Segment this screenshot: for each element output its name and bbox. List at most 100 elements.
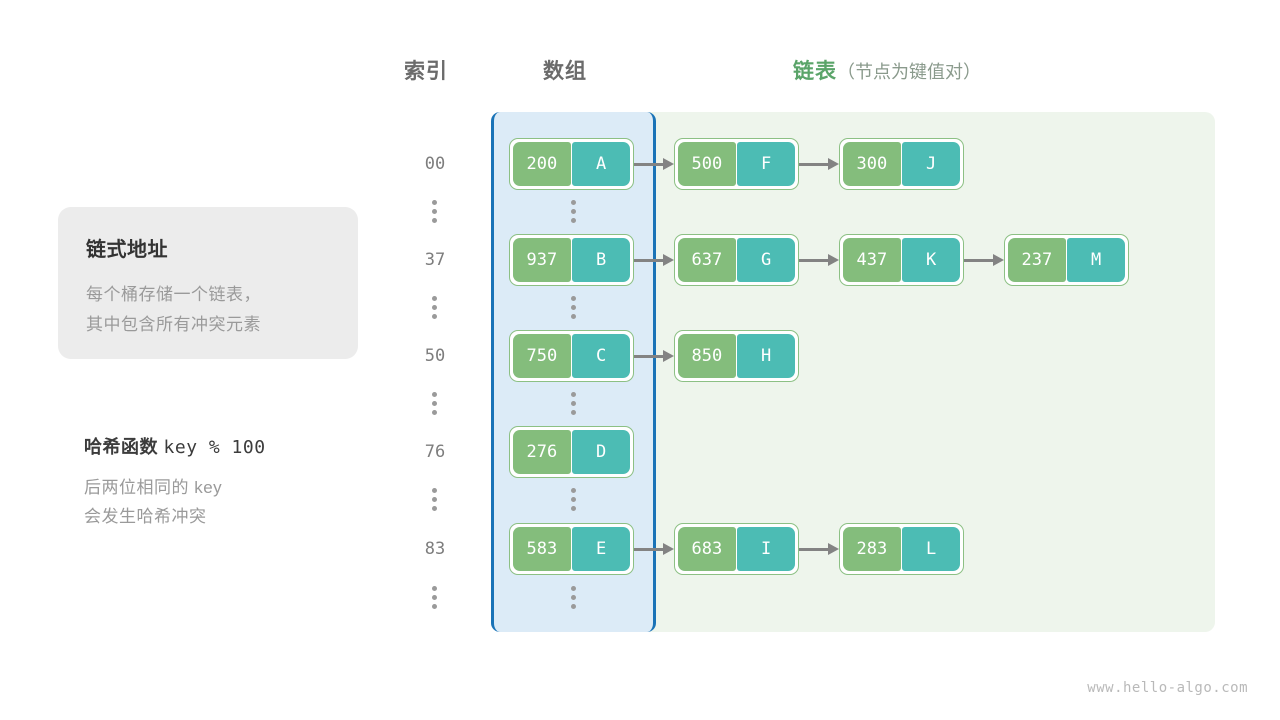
- ellipsis-dot: [432, 497, 437, 502]
- hash-note-line-2: 会发生哈希冲突: [84, 507, 207, 526]
- node-key: 850: [678, 334, 736, 378]
- next-pointer-arrow-icon: [634, 543, 674, 555]
- arrow-head: [663, 543, 674, 555]
- ellipsis-dot: [432, 200, 437, 205]
- watermark: www.hello-algo.com: [1087, 680, 1248, 696]
- next-pointer-arrow-icon: [964, 254, 1004, 266]
- bucket-index-label: 50: [424, 346, 446, 366]
- array-ellipsis-icon: [571, 200, 576, 223]
- column-header-linkedlist-main: 链表: [793, 60, 837, 83]
- array-ellipsis-icon: [571, 586, 576, 609]
- node-key: 937: [513, 238, 571, 282]
- array-ellipsis-icon: [571, 488, 576, 511]
- ellipsis-dot: [432, 604, 437, 609]
- node-key: 637: [678, 238, 736, 282]
- ellipsis-dot: [571, 392, 576, 397]
- ellipsis-dot: [571, 586, 576, 591]
- ellipsis-dot: [571, 218, 576, 223]
- node-value: A: [572, 142, 630, 186]
- index-ellipsis-icon: [432, 488, 437, 511]
- ellipsis-dot: [432, 392, 437, 397]
- arrow-shaft: [964, 259, 994, 262]
- ellipsis-dot: [432, 296, 437, 301]
- array-ellipsis-icon: [571, 296, 576, 319]
- ellipsis-dot: [432, 410, 437, 415]
- ellipsis-dot: [571, 488, 576, 493]
- node-value: J: [902, 142, 960, 186]
- node-key: 283: [843, 527, 901, 571]
- next-pointer-arrow-icon: [799, 254, 839, 266]
- column-header-linkedlist: 链表（节点为键值对）: [793, 55, 981, 85]
- arrow-head: [663, 350, 674, 362]
- ellipsis-dot: [432, 209, 437, 214]
- ellipsis-dot: [432, 314, 437, 319]
- node-value: D: [572, 430, 630, 474]
- arrow-shaft: [799, 259, 829, 262]
- ellipsis-dot: [571, 506, 576, 511]
- arrow-shaft: [799, 548, 829, 551]
- ellipsis-dot: [571, 200, 576, 205]
- ellipsis-dot: [432, 506, 437, 511]
- ellipsis-dot: [571, 314, 576, 319]
- arrow-shaft: [634, 355, 664, 358]
- node-key: 300: [843, 142, 901, 186]
- node-key: 683: [678, 527, 736, 571]
- next-pointer-arrow-icon: [634, 350, 674, 362]
- ellipsis-dot: [432, 586, 437, 591]
- bucket-index-label: 83: [424, 539, 446, 559]
- arrow-head: [663, 254, 674, 266]
- node-value: M: [1067, 238, 1125, 282]
- hash-function-body: 后两位相同的 key 会发生哈希冲突: [84, 473, 384, 531]
- node-key: 237: [1008, 238, 1066, 282]
- ellipsis-dot: [571, 401, 576, 406]
- index-ellipsis-icon: [432, 200, 437, 223]
- node-key: 200: [513, 142, 571, 186]
- ellipsis-dot: [571, 497, 576, 502]
- node-key: 750: [513, 334, 571, 378]
- ellipsis-dot: [571, 209, 576, 214]
- next-pointer-arrow-icon: [799, 158, 839, 170]
- arrow-head: [828, 254, 839, 266]
- info-card-title: 链式地址: [86, 239, 168, 261]
- ellipsis-dot: [432, 305, 437, 310]
- arrow-shaft: [634, 548, 664, 551]
- column-header-index: 索引: [404, 60, 448, 83]
- ellipsis-dot: [571, 410, 576, 415]
- column-header-linkedlist-sub: （节点为键值对）: [837, 62, 981, 82]
- ellipsis-dot: [571, 296, 576, 301]
- hash-note-line-1: 后两位相同的 key: [84, 478, 223, 497]
- next-pointer-arrow-icon: [634, 254, 674, 266]
- node-value: G: [737, 238, 795, 282]
- hash-function-title: 哈希函数 key % 100: [84, 433, 384, 459]
- node-value: F: [737, 142, 795, 186]
- ellipsis-dot: [432, 595, 437, 600]
- node-value: K: [902, 238, 960, 282]
- node-value: I: [737, 527, 795, 571]
- arrow-shaft: [799, 163, 829, 166]
- array-ellipsis-icon: [571, 392, 576, 415]
- arrow-head: [828, 158, 839, 170]
- bucket-index-label: 00: [424, 154, 446, 174]
- arrow-head: [993, 254, 1004, 266]
- info-card-chaining: 链式地址 每个桶存储一个链表， 其中包含所有冲突元素: [58, 207, 358, 359]
- ellipsis-dot: [571, 604, 576, 609]
- node-value: H: [737, 334, 795, 378]
- ellipsis-dot: [432, 401, 437, 406]
